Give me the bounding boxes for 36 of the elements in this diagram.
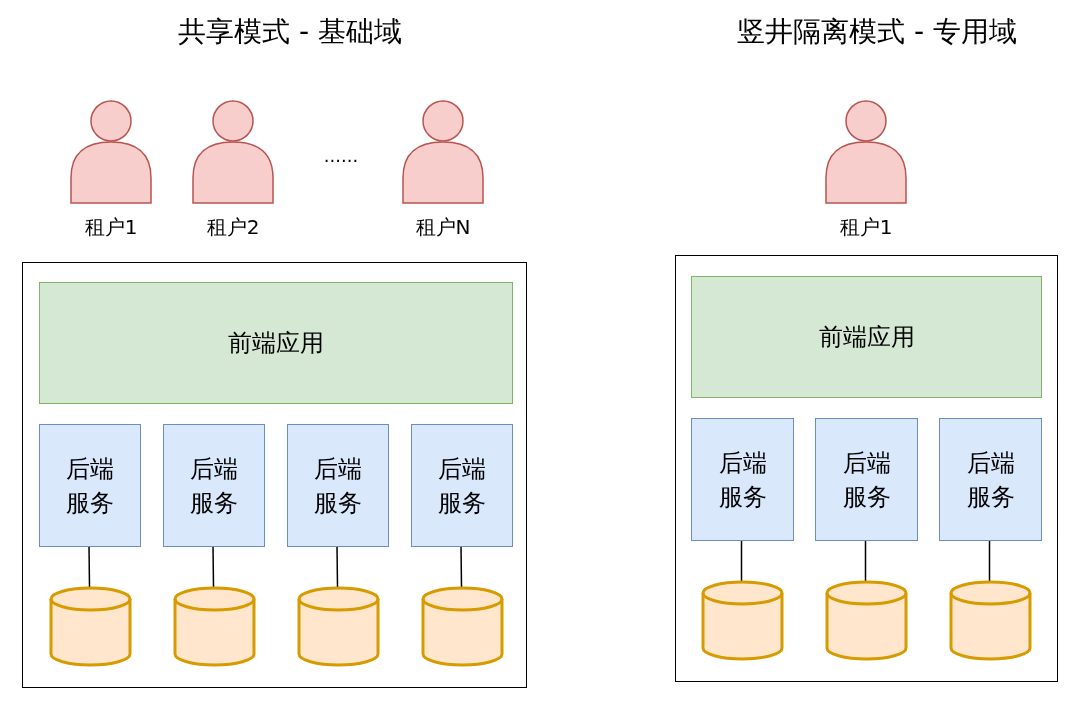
caption-text: 租户2 — [206, 214, 260, 241]
connector-line — [212, 545, 215, 588]
container-box — [22, 262, 527, 688]
database-cylinder — [173, 586, 256, 667]
caption-text: 租户1 — [84, 214, 138, 241]
database-cylinder — [949, 580, 1032, 661]
caption-text: 租户N — [415, 214, 471, 241]
connector-line — [864, 539, 867, 582]
backend-box: 后端服务 — [691, 418, 794, 541]
container-box — [675, 255, 1058, 682]
backend-box: 后端服务 — [815, 418, 918, 541]
caption-text: 租户1 — [839, 214, 893, 241]
ellipsis-text: ...... — [323, 144, 359, 166]
backend-box: 后端服务 — [411, 424, 513, 547]
backend-box: 后端服务 — [939, 418, 1042, 541]
backend-box: 后端服务 — [287, 424, 389, 547]
frontend-box: 前端应用 — [691, 276, 1042, 398]
database-cylinder — [297, 586, 380, 667]
database-cylinder — [701, 580, 784, 661]
person-figure — [825, 100, 907, 204]
connector-line — [740, 539, 743, 582]
connector-line — [88, 545, 91, 588]
connector-line — [460, 545, 463, 588]
database-cylinder — [421, 586, 504, 667]
person-figure — [402, 100, 484, 204]
person-figure — [192, 100, 274, 204]
connector-line — [336, 545, 339, 588]
person-figure — [70, 100, 152, 204]
database-cylinder — [825, 580, 908, 661]
backend-box: 后端服务 — [163, 424, 265, 547]
heading: 共享模式 - 基础域 — [178, 14, 402, 50]
database-cylinder — [49, 586, 132, 667]
frontend-box: 前端应用 — [39, 282, 513, 404]
connector-line — [988, 539, 991, 582]
backend-box: 后端服务 — [39, 424, 141, 547]
heading: 竖井隔离模式 - 专用域 — [737, 14, 1017, 50]
